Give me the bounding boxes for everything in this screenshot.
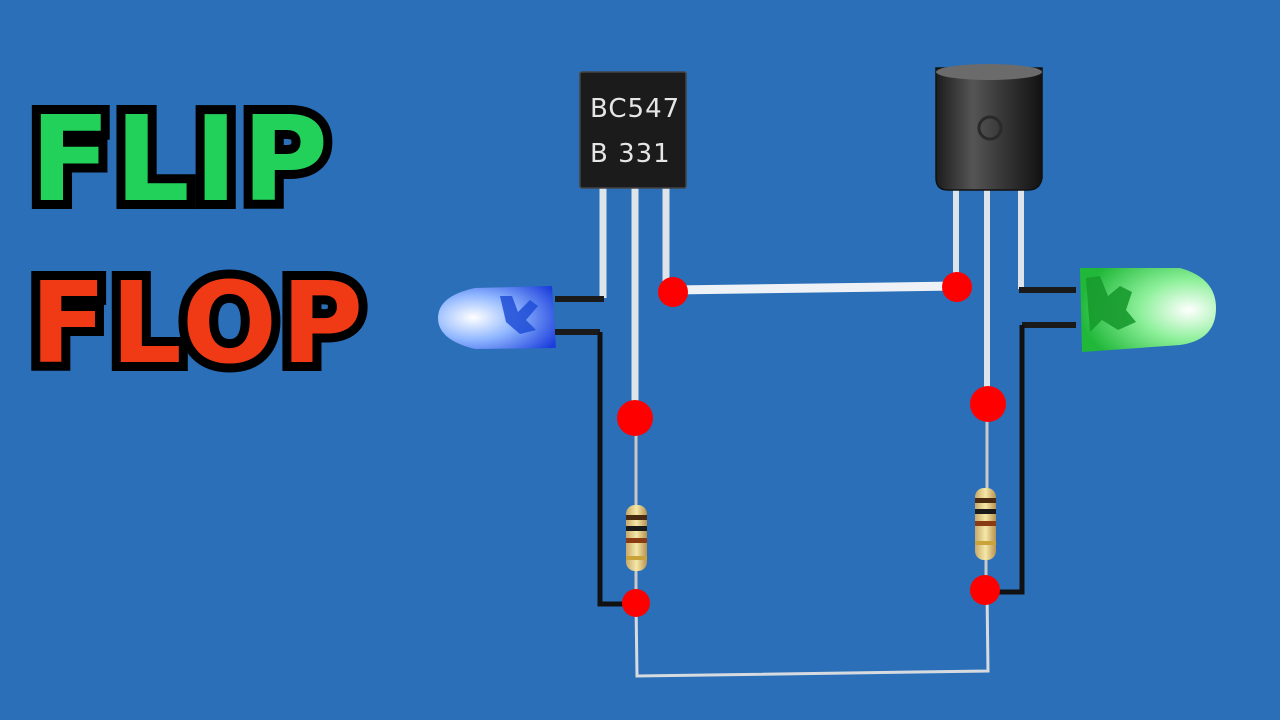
cross-link-wire — [672, 281, 958, 295]
bottom-wire — [634, 589, 990, 678]
transistor-marking-line1: BC547 — [590, 94, 681, 124]
green-led-body — [1080, 268, 1216, 352]
blue-led-die — [500, 296, 538, 334]
right-resistor-band-2 — [975, 509, 996, 514]
junction-dot — [942, 272, 972, 302]
right-resistor-band-4 — [975, 541, 996, 545]
left-transistor — [579, 71, 687, 189]
junction-dot — [617, 400, 653, 436]
transistor-marking-line2: B 331 — [590, 139, 671, 169]
title-line-2: FLOP — [21, 259, 372, 389]
junction-dot — [970, 575, 1000, 605]
right-transistor-logo-mark — [977, 115, 1003, 141]
junction-dot — [658, 277, 688, 307]
title-line-1: FLIP — [21, 90, 337, 228]
left-transistor-body — [579, 71, 687, 189]
right-resistor-band-1 — [975, 498, 996, 503]
junction-dot — [970, 386, 1006, 422]
left-resistor-band-3 — [626, 538, 647, 543]
right-transistor — [935, 64, 1043, 191]
blue-led-body — [438, 286, 556, 349]
right-resistor-band-3 — [975, 521, 996, 526]
right-transistor-body — [935, 67, 1043, 191]
junctions — [617, 272, 1006, 617]
left-resistor-band-1 — [626, 515, 647, 520]
blue-led — [438, 286, 556, 349]
left-resistor-band-4 — [626, 556, 647, 560]
left-resistor-band-2 — [626, 526, 647, 531]
junction-dot — [622, 589, 650, 617]
right-transistor-top — [936, 64, 1042, 80]
right-resistor — [975, 488, 996, 560]
left-resistor — [626, 505, 647, 571]
green-led — [1080, 268, 1216, 352]
green-led-die — [1086, 276, 1136, 332]
